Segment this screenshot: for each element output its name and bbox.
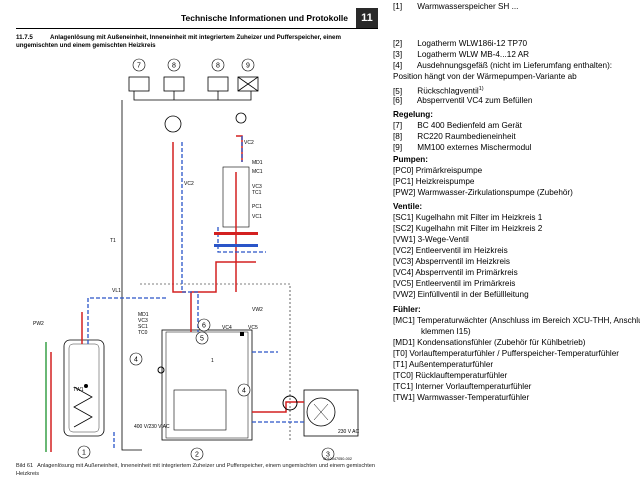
callout-3: 3 [326,452,330,459]
legend-item-5: [5] Rückschlagventil1) [393,86,484,96]
callout-2: 2 [195,452,199,459]
label-vc3b: VC3 [138,318,148,324]
label-vc4: VC4 [222,325,232,331]
fuehler-item-t0: [T0] Vorlauftemperaturfühler / Pufferspe… [393,349,620,358]
callout-5: 5 [200,336,204,343]
legend-item-2: [2] Logatherm WLW186i-12 TP70 [393,39,528,48]
header-rule [16,28,378,29]
callout-8a: 8 [172,63,176,70]
fuehler-item-mc1: [MC1] Temperaturwächter (Anschluss im Be… [393,316,640,325]
ventile-item-vc4: [VC4] Absperrventil im Primärkreis [393,268,518,277]
pumpen-heading: Pumpen: [393,155,429,164]
pumpen-item-pc0: [PC0] Primärkreispumpe [393,166,483,175]
header-title: Technische Informationen und Protokolle [180,13,348,23]
outdoor-unit-3 [303,389,359,437]
ventile-item-vc2: [VC2] Entleerventil im Heizkreis [393,246,508,255]
room-sensor-a [164,115,182,133]
label-pw2: PW2 [33,321,44,327]
label-mc1: MC1 [252,169,263,175]
label-vc1: VC1 [252,214,262,220]
callout-7: 7 [137,63,141,70]
label-vl1: VL1 [112,288,121,294]
section-number: 11.7.5 [16,34,33,41]
label-tc1: TC1 [252,190,262,196]
page-number: 11 [356,8,378,28]
ventile-item-vw2: [VW2] Einfüllventil in der Befüllleitung [393,290,529,299]
fuehler-item-tc1: [TC1] Interner Vorlauftemperaturfühler [393,382,532,391]
label-pc1: PC1 [252,204,262,210]
label-t1: T1 [110,238,116,244]
label-vc2: VC2 [244,140,254,146]
room-sensor-b [235,112,247,124]
installation-diagram: 7 8 8 9 1 2 3 4 4 5 6 VC2 MD1 MC1 VC3 TC… [33,58,360,461]
regelung-item-9: [9] MM100 externes Mischermodul [393,143,532,152]
label-voltage-outdoor: 230 V AC [338,429,360,435]
label-vc5: VC5 [248,325,258,331]
fuehler-item-tw1: [TW1] Warmwasser-Temperaturfühler [393,393,530,402]
figure-code: 0010047050-002 [323,457,352,461]
pumpen-item-pc1: [PC1] Heizkreispumpe [393,177,475,186]
fuehler-item-tc0: [TC0] Rücklauftemperaturfühler [393,371,508,380]
control-box-9 [237,76,259,92]
label-md1b: MD1 [138,312,149,318]
regelung-item-7: [7] BC 400 Bedienfeld am Gerät [393,121,522,130]
ventile-item-vw1: [VW1] 3-Wege-Ventil [393,235,469,244]
label-sc1: SC1 [138,324,148,330]
regelung-item-8: [8] RC220 Raumbedieneinheit [393,132,516,141]
callout-4b: 4 [242,388,246,395]
label-vc2b: VC2 [184,181,194,187]
pumpen-item-pw2: [PW2] Warmwasser-Zirkulationspumpe (Zube… [393,188,573,197]
figure-label: Bild 61 [16,463,34,469]
control-box-8b [207,76,229,92]
legend-item-1: [1] Warmwasserspeicher SH ... [393,2,519,11]
legend-item-6: [6] Absperrventil VC4 zum Befüllen [393,96,533,105]
ventile-item-sc1: [SC1] Kugelhahn mit Filter im Heizkreis … [393,213,543,222]
page-header: Technische Informationen und Protokolle … [16,8,378,28]
heat-pump-indoor-unit [161,329,253,441]
ventile-item-sc2: [SC2] Kugelhahn mit Filter im Heizkreis … [393,224,543,233]
legend-item-4: [4] Ausdehnungsgefäß (nicht im Lieferumf… [393,61,613,70]
callout-8b: 8 [216,63,220,70]
ventile-item-vc5: [VC5] Entleerventil im Primärkreis [393,279,516,288]
fuehler-item-mc1-cont: klemmen I15) [421,327,471,336]
callout-4a: 4 [134,357,138,364]
section-title: Anlagenlösung mit Außeneinheit, Innenein… [16,34,341,49]
ventile-item-vc3: [VC3] Absperrventil im Heizkreis [393,257,510,266]
label-voltage-indoor: 400 V/230 V AC [134,424,170,430]
label-vc3: VC3 [252,184,262,190]
ventile-heading: Ventile: [393,202,423,211]
hot-water-storage-1 [63,339,105,437]
figure-caption-text: Anlagenlösung mit Außeneinheit, Innenein… [16,463,376,477]
fuehler-item-md1: [MD1] Kondensationsfühler (Zubehör für K… [393,338,586,347]
control-box-7 [128,76,150,92]
callout-6: 6 [202,323,206,330]
regelung-heading: Regelung: [393,110,434,119]
buffer-tank [173,389,227,431]
fuehler-item-t1: [T1] Außentemperaturfühler [393,360,494,369]
label-tc0: TC0 [138,330,148,336]
callout-9: 9 [246,63,250,70]
label-tag: 1 [211,358,214,364]
label-md1: MD1 [252,160,263,166]
label-tw1: TW1 [73,387,84,393]
legend-item-3: [3] Logatherm WLW MB-4...12 AR [393,50,530,59]
fuehler-heading: Fühler: [393,305,421,314]
control-box-8a [163,76,185,92]
label-vw2: VW2 [252,307,263,313]
callout-1: 1 [82,450,86,457]
legend-item-4-cont: Position hängt von der Wärmepumpen-Varia… [393,72,577,81]
